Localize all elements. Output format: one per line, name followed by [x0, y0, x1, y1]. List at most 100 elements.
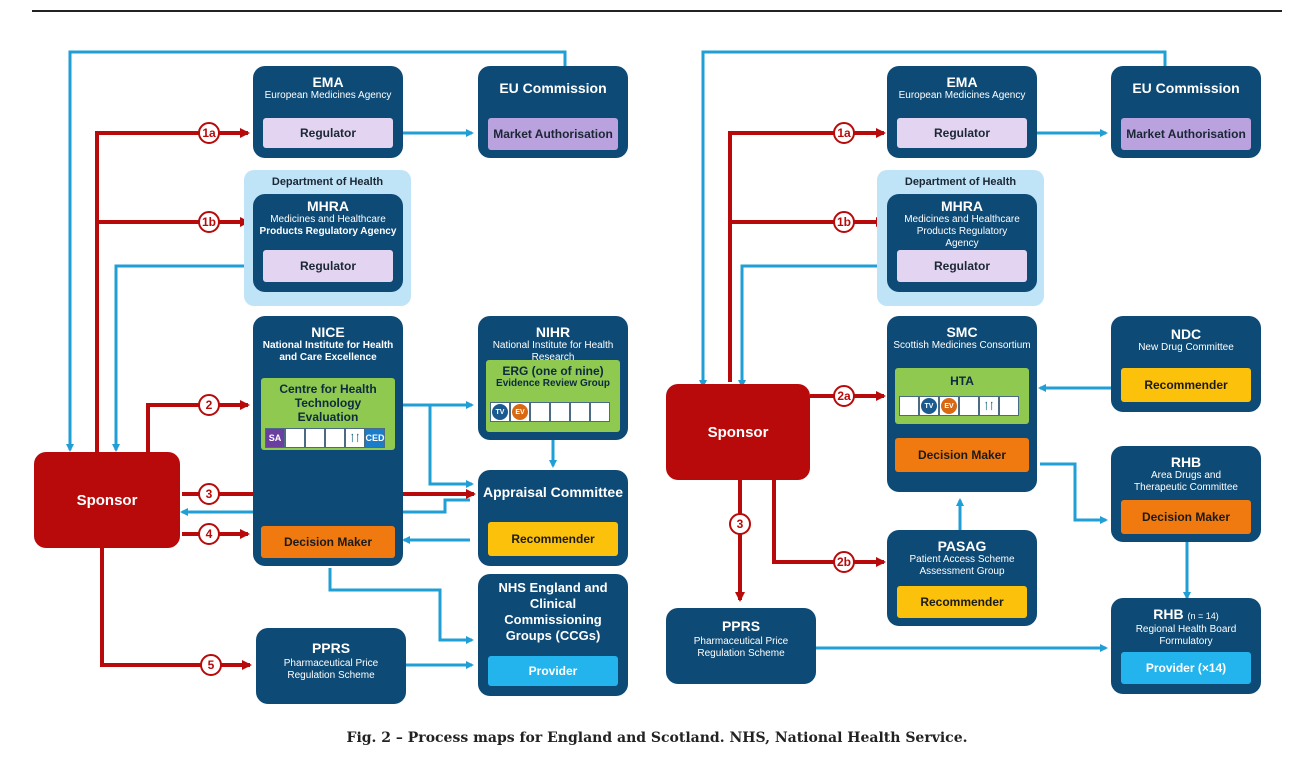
- rhb-subtitle: Area Drugs and Therapeutic Committee: [1134, 470, 1238, 493]
- pasag-box: PASAG Patient Access Scheme Assessment G…: [887, 530, 1037, 626]
- ema-subtitle: European Medicines Agency: [898, 90, 1026, 101]
- nhs-england-title: NHS England and Clinical Commissioning G…: [498, 580, 608, 643]
- rhb2-provider: Provider (×14): [1121, 652, 1251, 684]
- erg-icon-strip: TV EV: [490, 402, 610, 422]
- ev-icon: EV: [941, 398, 957, 414]
- ema-box-scotland: EMA European Medicines Agency Regulator: [887, 66, 1037, 158]
- mhra-sub2: Products Regulatory Agency: [259, 226, 397, 237]
- eu-commission-box-england: EU Commission Market Authorisation: [478, 66, 628, 158]
- tv-icon: TV: [921, 398, 937, 414]
- smc-box: SMC Scottish Medicines Consortium HTA TV…: [887, 316, 1037, 492]
- smc-icon-strip: TV EV ᛙᛙ: [899, 396, 1019, 416]
- pprs-title: PPRS: [311, 640, 351, 656]
- nhs-england-box: NHS England and Clinical Commissioning G…: [478, 574, 628, 696]
- mhra-title: MHRA: [307, 198, 349, 214]
- rhb2-count: (n = 14): [1187, 611, 1219, 621]
- blank-cell: [590, 402, 610, 422]
- eu-commission-title: EU Commission: [1132, 80, 1240, 96]
- rhb2-title: RHB: [1153, 606, 1184, 622]
- doh-label-scotland: Department of Health: [904, 176, 1017, 188]
- rhb2-subtitle: Regional Health Board Formulatory: [1135, 624, 1237, 647]
- rhb2-title-line: RHB (n = 14): [1111, 606, 1261, 624]
- ema-regulator: Regulator: [263, 118, 393, 148]
- nice-box: NICE National Institute for Health and C…: [253, 316, 403, 566]
- mhra-box-scotland: MHRA Medicines and Healthcare Products R…: [887, 194, 1037, 292]
- blank-cell: [285, 428, 305, 448]
- rhb-decision-maker: Decision Maker: [1121, 500, 1251, 534]
- badge-3-scotland: 3: [729, 513, 751, 535]
- ced-cell: CED: [365, 428, 385, 448]
- erg-sublabel: Evidence Review Group: [496, 378, 610, 389]
- smc-decision-maker: Decision Maker: [895, 438, 1029, 472]
- nihr-box: NIHR National Institute for Health Resea…: [478, 316, 628, 440]
- tv-cell: TV: [490, 402, 510, 422]
- pprs-box-scotland: PPRS Pharmaceutical Price Regulation Sch…: [666, 608, 816, 684]
- rhb-title: RHB: [1170, 454, 1202, 470]
- badge-3-england: 3: [198, 483, 220, 505]
- rhb-provider-box: RHB (n = 14) Regional Health Board Formu…: [1111, 598, 1261, 694]
- badge-2b-scotland: 2b: [833, 551, 855, 573]
- mhra-regulator: Regulator: [263, 250, 393, 282]
- badge-1b-england: 1b: [198, 211, 220, 233]
- blank-cell: [570, 402, 590, 422]
- blank-cell: [959, 396, 979, 416]
- pprs-subtitle: Pharmaceutical Price Regulation Scheme: [693, 636, 789, 659]
- erg-label: ERG (one of nine): [502, 364, 604, 378]
- smc-title: SMC: [946, 324, 978, 340]
- sa-cell: SA: [265, 428, 285, 448]
- blank-cell: [325, 428, 345, 448]
- pprs-title: PPRS: [721, 618, 761, 634]
- blank-cell: [550, 402, 570, 422]
- badge-1a-england: 1a: [198, 122, 220, 144]
- top-rule: [32, 10, 1282, 12]
- tv-icon: TV: [492, 404, 508, 420]
- process-diagram: EMA European Medicines Agency Regulator …: [34, 50, 1261, 704]
- ema-box-england: EMA European Medicines Agency Regulator: [253, 66, 403, 158]
- ndc-box: NDC New Drug Committee Recommender: [1111, 316, 1261, 412]
- ev-cell: EV: [939, 396, 959, 416]
- nice-title: NICE: [311, 324, 345, 340]
- ndc-title: NDC: [1170, 326, 1202, 342]
- ndc-subtitle: New Drug Committee: [1138, 342, 1234, 353]
- figure-caption: Fig. 2 – Process maps for England and Sc…: [346, 730, 968, 746]
- badge-2-england: 2: [198, 394, 220, 416]
- badge-4-england: 4: [198, 523, 220, 545]
- smc-subtitle: Scottish Medicines Consortium: [893, 340, 1031, 351]
- appraisal-committee-box: Appraisal Committee Recommender: [478, 470, 628, 566]
- pasag-title: PASAG: [937, 538, 987, 554]
- badge-2a-scotland: 2a: [833, 385, 855, 407]
- ema-regulator: Regulator: [897, 118, 1027, 148]
- ced-icon: CED: [366, 429, 385, 447]
- pprs-box-england: PPRS Pharmaceutical Price Regulation Sch…: [256, 628, 406, 704]
- sa-icon: SA: [266, 429, 284, 447]
- badge-1b-scotland: 1b: [833, 211, 855, 233]
- market-authorisation: Market Authorisation: [1121, 118, 1251, 150]
- badge-5-england: 5: [200, 654, 222, 676]
- mhra-sub1: Medicines and Healthcare: [270, 214, 386, 225]
- appraisal-title: Appraisal Committee: [482, 484, 624, 500]
- mhra-subtitle: Medicines and Healthcare Products Regula…: [904, 214, 1020, 249]
- ndc-recommender: Recommender: [1121, 368, 1251, 402]
- market-authorisation: Market Authorisation: [488, 118, 618, 150]
- nihr-title: NIHR: [535, 324, 571, 340]
- che-label: Centre for Health Technology Evaluation: [279, 382, 377, 424]
- pprs-subtitle: Pharmaceutical Price Regulation Scheme: [283, 658, 379, 681]
- people-cell: ᛙᛙ: [979, 396, 999, 416]
- pasag-subtitle: Patient Access Scheme Assessment Group: [909, 554, 1015, 577]
- people-icon: ᛙᛙ: [349, 433, 361, 443]
- tv-cell: TV: [919, 396, 939, 416]
- sponsor-scotland: Sponsor: [666, 384, 810, 480]
- rhb-adtc-box: RHB Area Drugs and Therapeutic Committee…: [1111, 446, 1261, 542]
- people-icon: ᛙᛙ: [983, 401, 995, 411]
- blank-cell: [899, 396, 919, 416]
- eu-commission-box-scotland: EU Commission Market Authorisation: [1111, 66, 1261, 158]
- sponsor-england: Sponsor: [34, 452, 180, 548]
- mhra-title: MHRA: [941, 198, 983, 214]
- appraisal-recommender: Recommender: [488, 522, 618, 556]
- nhs-provider: Provider: [488, 656, 618, 686]
- blank-cell: [530, 402, 550, 422]
- ev-cell: EV: [510, 402, 530, 422]
- doh-label-england: Department of Health: [271, 176, 384, 188]
- blank-cell: [999, 396, 1019, 416]
- mhra-box-england: MHRA Medicines and Healthcare Products R…: [253, 194, 403, 292]
